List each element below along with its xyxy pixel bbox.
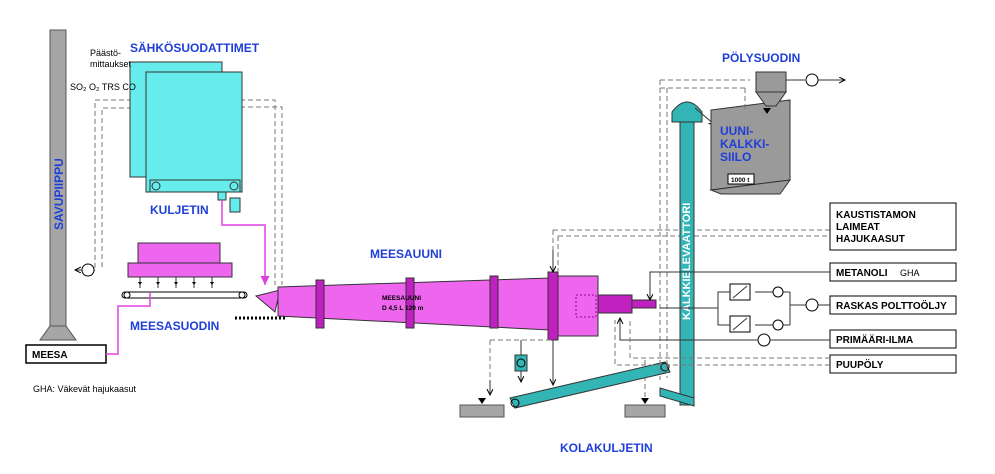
mud-filter: MEESASUODIN bbox=[121, 242, 248, 333]
chimney: SAVUPIIPPU bbox=[39, 29, 77, 341]
input-air: PRIMÄÄRI-ILMA bbox=[836, 333, 913, 346]
input-methanol: METANOLI bbox=[836, 268, 888, 279]
input-caustic-3: HAJUKAASUT bbox=[836, 234, 905, 245]
ash-conveyor: KOLAKULJETIN bbox=[509, 361, 671, 455]
input-oil: RASKAS POLTTOÖLJY bbox=[836, 299, 947, 312]
oil-flow-icon bbox=[805, 298, 819, 312]
filter-label: MEESASUODIN bbox=[130, 319, 219, 333]
emission-label-3: SO₂ O₂ TRS CO bbox=[70, 82, 136, 92]
dust-fan-icon bbox=[805, 73, 819, 87]
conveyor-label: KULJETIN bbox=[150, 203, 209, 217]
dust-filter: PÖLYSUODIN bbox=[659, 50, 845, 380]
silo-label-3: SIILO bbox=[720, 150, 751, 164]
emission-label-2: mittaukset bbox=[90, 59, 132, 69]
input-boxes: KAUSTISTAMON LAIMEAT HAJUKAASUT METANOLI… bbox=[829, 202, 957, 374]
elevator-label: KALKKIELEVAATTORI bbox=[681, 203, 693, 320]
burner-feed-lines bbox=[614, 271, 830, 366]
electrostatic-label: SÄHKÖSUODATTIMET bbox=[130, 40, 260, 55]
kiln-label: MEESAUUNI bbox=[370, 247, 442, 261]
meesa-label: MEESA bbox=[32, 350, 68, 361]
silo-label-1: UUNI- bbox=[720, 124, 753, 138]
gha-note: GHA: Väkevät hajukaasut bbox=[33, 384, 137, 394]
kiln-spec-1: MEESAUUNI bbox=[382, 295, 421, 302]
lime-elevator: KALKKIELEVAATTORI bbox=[659, 101, 715, 407]
fan-icon bbox=[81, 263, 95, 277]
flue-gas-lines bbox=[75, 99, 283, 285]
chimney-label: SAVUPIIPPU bbox=[52, 158, 66, 230]
silo-capacity: 1000 t bbox=[731, 177, 750, 184]
input-gha: GHA bbox=[900, 268, 920, 278]
lime-silo: UUNI- KALKKI- SIILO 1000 t bbox=[709, 99, 792, 195]
input-caustic-1: KAUSTISTAMON bbox=[836, 210, 916, 221]
lime-kiln: MEESAUUNI D 4,5 L 120 m MEESAUUNI bbox=[277, 247, 657, 341]
input-wood: PUUPÖLY bbox=[836, 358, 884, 371]
ash-conveyor-label: KOLAKULJETIN bbox=[560, 441, 653, 455]
kiln-spec-2: D 4,5 L 120 m bbox=[382, 305, 424, 312]
electrostatic-precipitators: SÄHKÖSUODATTIMET bbox=[129, 40, 260, 213]
dust-filter-label: PÖLYSUODIN bbox=[722, 50, 800, 65]
silo-label-2: KALKKI- bbox=[720, 137, 769, 151]
emission-label-1: Päästö- bbox=[90, 48, 121, 58]
air-fan-icon bbox=[757, 333, 771, 347]
meesa-input: MEESA bbox=[25, 293, 151, 364]
input-caustic-2: LAIMEAT bbox=[836, 222, 880, 233]
conveyor-unit-icon bbox=[229, 197, 241, 213]
